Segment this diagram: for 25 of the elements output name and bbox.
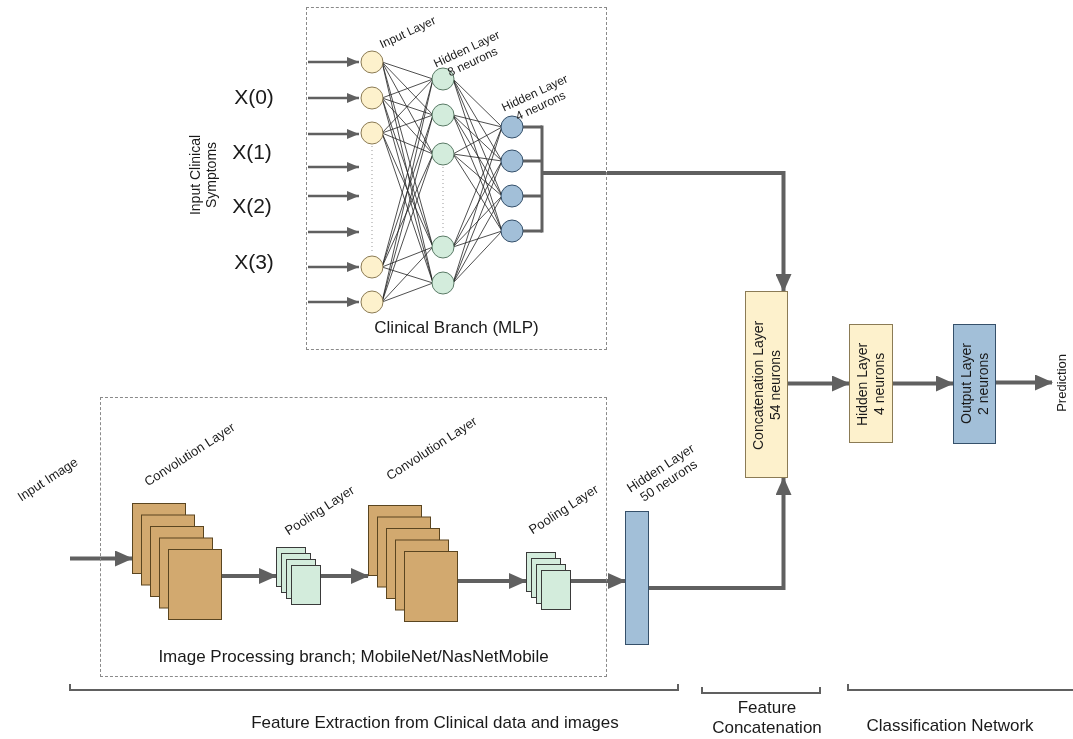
text-label: Input Layer (376, 12, 438, 52)
layer-box: Concatenation Layer 54 neurons (745, 291, 788, 478)
arrow (996, 374, 1053, 391)
arrow (788, 375, 850, 392)
arrow (893, 375, 954, 392)
arrow (222, 568, 277, 584)
output-label: Prediction (1054, 353, 1070, 412)
text-label: Classification Network (865, 716, 1035, 736)
arrow (70, 550, 133, 567)
layer-box: Hidden Layer 4 neurons (849, 324, 893, 443)
text-label: Input Clinical Symptoms (186, 133, 220, 218)
arrow (321, 568, 369, 584)
text-label: X(1) (231, 139, 273, 165)
arrow (458, 573, 527, 589)
text-label: Feature Extraction from Clinical data and images (250, 713, 620, 733)
text-label: X(3) (233, 249, 275, 275)
arrow (571, 573, 626, 589)
layer-box: Output Layer 2 neurons (953, 324, 996, 444)
text-label: Feature Concatenation (711, 698, 823, 738)
arrow (649, 477, 792, 590)
arrow (607, 171, 792, 292)
group-title: Clinical Branch (MLP) (374, 318, 539, 338)
text-label: X(2) (231, 193, 273, 219)
text-label: X(0) (233, 84, 275, 110)
group-title: Image Processing branch; MobileNet/NasNetMobile (158, 647, 549, 667)
